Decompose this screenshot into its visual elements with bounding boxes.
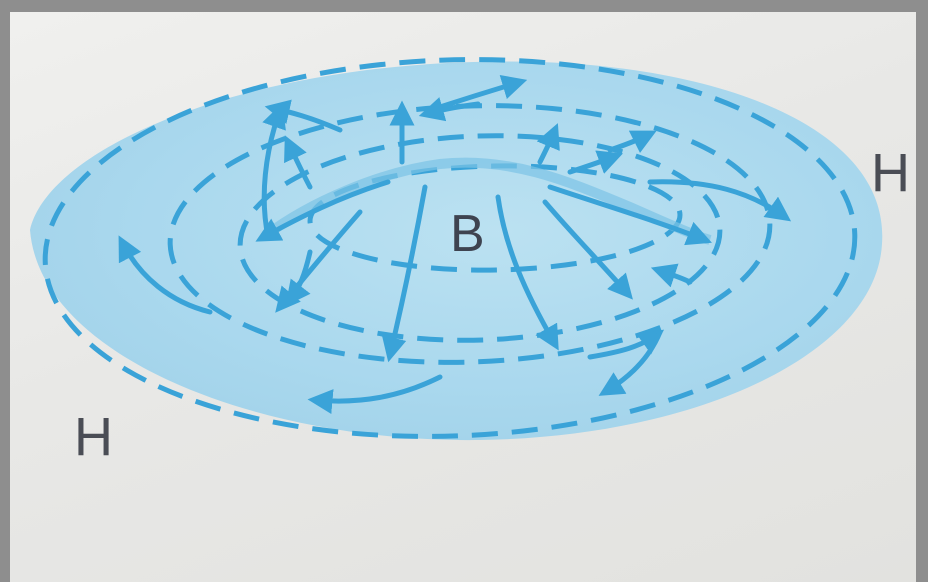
circulation-diagram — [10, 12, 916, 582]
high-label-right: H — [871, 146, 910, 200]
center-label-b: B — [450, 208, 485, 260]
photo-page: B H H — [10, 12, 916, 582]
high-label-left: H — [74, 410, 113, 464]
